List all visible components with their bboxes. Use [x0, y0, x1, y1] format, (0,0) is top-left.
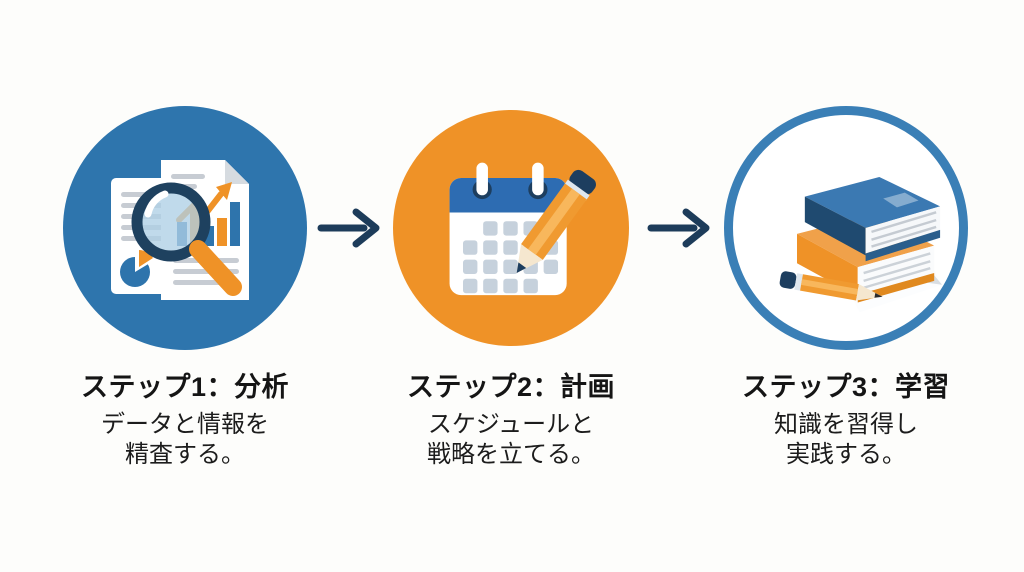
arrow-right-icon-1: [316, 204, 388, 252]
step-3-description-line1: 知識を習得し: [774, 411, 918, 438]
calendar-pencil-icon: [415, 130, 607, 327]
step-1-circle-wrap: [50, 106, 320, 350]
magnifier-documents-icon: [85, 126, 285, 331]
step-1-description-line2: 精査する。: [125, 441, 245, 468]
step-3-circle: [724, 106, 968, 350]
step-2-title: ステップ2：計画: [406, 372, 616, 402]
step-2-description: スケジュールと 戦略を立てる。: [376, 410, 646, 470]
step-3: ステップ3：学習 知識を習得し 実践する。: [711, 0, 981, 572]
step-3-description: 知識を習得し 実践する。: [711, 410, 981, 470]
step-1: ステップ1：分析 データと情報を 精査する。: [50, 0, 320, 572]
step-3-circle-wrap: [711, 106, 981, 350]
step-2-description-line1: スケジュールと: [427, 411, 595, 438]
step-2-circle-wrap: [376, 106, 646, 350]
books-pencil-icon: [748, 128, 944, 329]
step-2-description-line2: 戦略を立てる。: [427, 441, 595, 468]
step-1-description: データと情報を 精査する。: [50, 410, 320, 470]
step-2-circle: [393, 110, 629, 346]
step-1-title: ステップ1：分析: [80, 372, 290, 402]
step-3-description-line2: 実践する。: [786, 441, 906, 468]
step-3-title: ステップ3：学習: [741, 372, 951, 402]
step-2: ステップ2：計画 スケジュールと 戦略を立てる。: [376, 0, 646, 572]
arrow-right-icon-2: [646, 204, 718, 252]
step-1-description-line1: データと情報を: [101, 411, 269, 438]
step-1-circle: [63, 106, 307, 350]
